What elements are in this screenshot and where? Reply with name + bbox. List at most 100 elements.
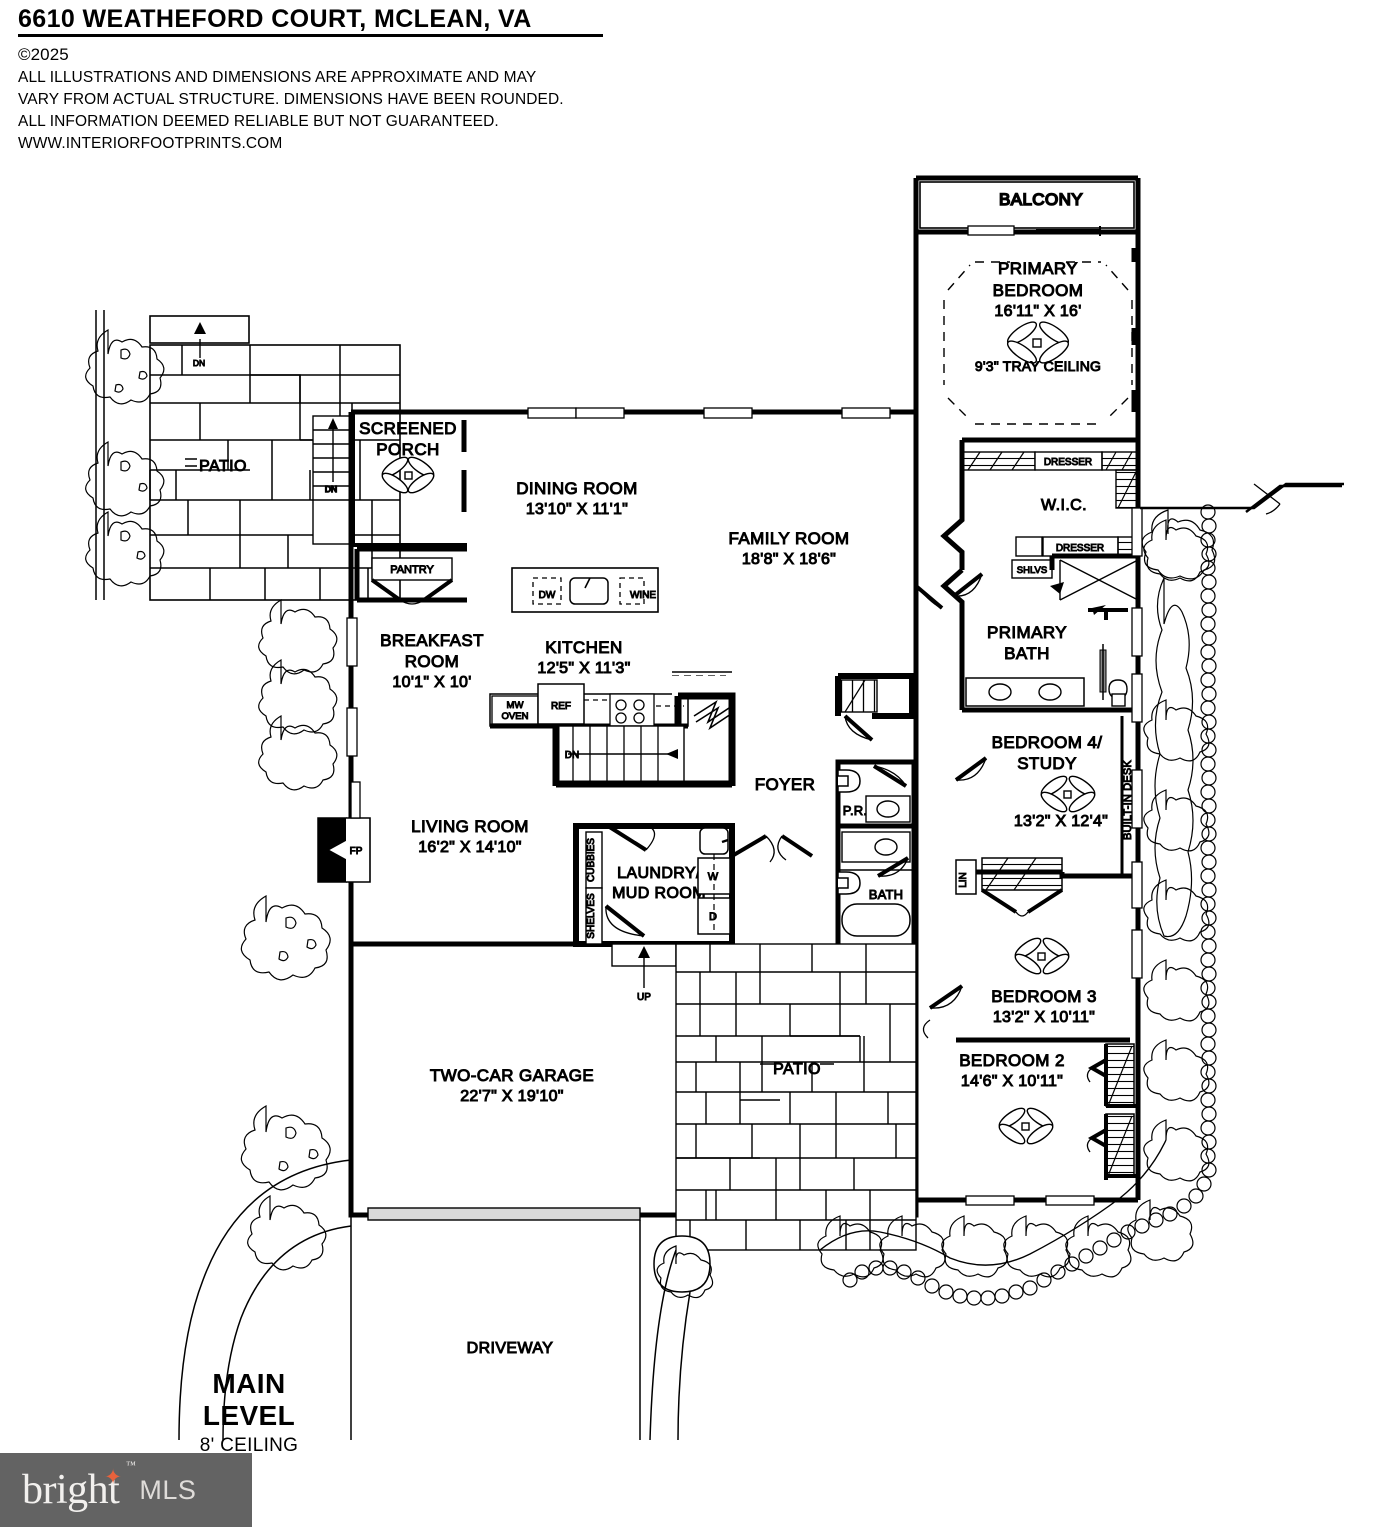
svg-text:10'1" X 10': 10'1" X 10'	[392, 674, 471, 691]
two-car-garage: TWO-CAR GARAGE 22'7" X 19'10"	[367, 1066, 641, 1221]
ceiling-fan-bed3	[1014, 937, 1070, 975]
walk-in-closet: DRESSER W.I.C. DRESSER SHLVS	[940, 437, 1139, 620]
svg-text:DRIVEWAY: DRIVEWAY	[467, 1340, 554, 1357]
level-ceiling: 8' CEILING	[199, 1435, 299, 1456]
svg-text:BREAKFAST: BREAKFAST	[380, 631, 484, 650]
breakfast-room: BREAKFAST ROOM 10'1" X 10'	[380, 631, 484, 692]
landscaping-right	[653, 504, 1217, 1306]
bottom-wall-windows	[965, 1195, 1095, 1206]
svg-text:16'2" X 14'10": 16'2" X 14'10"	[418, 839, 522, 856]
svg-text:REF: REF	[551, 701, 571, 712]
bedroom-4-study: BUILT-IN DESK BEDROOM 4/ STUDY 13'2" X 1…	[954, 716, 1138, 917]
svg-text:PRIMARY: PRIMARY	[998, 259, 1078, 278]
svg-text:LIN: LIN	[958, 872, 969, 888]
svg-text:PORCH: PORCH	[376, 440, 439, 459]
mls-text: MLS	[139, 1474, 197, 1505]
svg-text:W: W	[708, 871, 719, 883]
svg-text:STUDY: STUDY	[1017, 754, 1077, 773]
svg-text:PRIMARY: PRIMARY	[987, 623, 1067, 642]
tree-cluster-mid	[240, 598, 338, 1271]
level-name: MAIN LEVEL	[202, 1368, 296, 1431]
porch-stairs: DN	[312, 415, 354, 545]
living-room: LIVING ROOM 16'2" X 14'10" FP	[317, 781, 529, 883]
svg-text:13'10" X 11'1": 13'10" X 11'1"	[526, 501, 628, 518]
svg-text:BATH: BATH	[1004, 644, 1050, 663]
svg-text:BALCONY: BALCONY	[999, 190, 1083, 209]
svg-text:BEDROOM: BEDROOM	[993, 281, 1084, 300]
svg-text:ROOM: ROOM	[405, 652, 459, 671]
foyer: FOYER	[754, 673, 915, 795]
svg-text:DN: DN	[325, 484, 337, 494]
right-exterior-fence	[1140, 482, 1344, 515]
svg-text:SCREENED: SCREENED	[359, 419, 457, 438]
title-underline	[18, 34, 603, 38]
primary-bath: PRIMARY BATH	[940, 568, 1138, 713]
copyright-text: ©2025	[18, 45, 69, 65]
svg-text:UP: UP	[637, 992, 651, 1003]
ceiling-fan-bed2	[998, 1107, 1054, 1145]
svg-text:W.I.C.: W.I.C.	[1041, 497, 1087, 514]
bedroom-2: BEDROOM 2 14'6" X 10'11"	[922, 1019, 1138, 1180]
svg-text:SHELVES: SHELVES	[586, 893, 597, 939]
disclaimer-line-2: VARY FROM ACTUAL STRUCTURE. DIMENSIONS H…	[18, 90, 564, 108]
website-text: WWW.INTERIORFOOTPRINTS.COM	[18, 134, 283, 152]
svg-text:DN: DN	[565, 750, 579, 761]
laundry-mud-room: LAUNDRY/ MUD ROOM CUBBIES SHELVES W D UP	[573, 823, 814, 1004]
bright-text: bright	[22, 1467, 120, 1513]
svg-text:D: D	[709, 911, 717, 923]
svg-text:BATH: BATH	[869, 887, 904, 902]
driveway-area	[178, 1159, 691, 1440]
header-block: 6610 WEATHEFORD COURT, MCLEAN, VA ©2025 …	[18, 6, 638, 155]
svg-text:OVEN: OVEN	[502, 711, 529, 722]
floor-plan-drawing: DN PATIO SCREENED PORCH	[85, 175, 1344, 1440]
bedroom-3: BEDROOM 3 13'2" X 10'11"	[928, 937, 1130, 1043]
kitchen: KITCHEN 12'5" X 11'3" DW WINE MW OVEN RE…	[489, 567, 689, 785]
bright-mls-watermark: bright ✦ ™ MLS	[0, 1453, 252, 1527]
ceiling-fan-bed4	[1040, 775, 1096, 813]
svg-text:BEDROOM 4/: BEDROOM 4/	[992, 733, 1103, 752]
disclaimer-line-1: ALL ILLUSTRATIONS AND DIMENSIONS ARE APP…	[18, 68, 537, 86]
lower-patio-area: PATIO	[675, 943, 917, 1251]
trademark-icon: ™	[126, 1460, 136, 1471]
stair-landing	[552, 671, 736, 788]
svg-text:9'3" TRAY CEILING: 9'3" TRAY CEILING	[975, 358, 1101, 374]
svg-text:KITCHEN: KITCHEN	[545, 638, 622, 657]
right-wall-windows	[1131, 507, 1143, 979]
svg-text:BUILT-IN DESK: BUILT-IN DESK	[1122, 760, 1134, 840]
svg-text:22'7" X 19'10": 22'7" X 19'10"	[460, 1088, 564, 1105]
svg-text:P.R.: P.R.	[843, 803, 867, 818]
svg-text:BEDROOM 3: BEDROOM 3	[991, 987, 1097, 1006]
svg-text:DW: DW	[539, 590, 556, 601]
powder-room-bath: P.R. BATH	[835, 759, 917, 949]
disclaimer-line-3: ALL INFORMATION DEEMED RELIABLE BUT NOT …	[18, 112, 499, 130]
primary-bedroom: PRIMARY BEDROOM 16'11" X 16' 9'3" TRAY C…	[943, 248, 1139, 425]
svg-text:13'2" X 10'11": 13'2" X 10'11"	[993, 1009, 1095, 1026]
svg-text:LIVING ROOM: LIVING ROOM	[411, 817, 529, 836]
svg-text:LAUNDRY/: LAUNDRY/	[617, 865, 701, 882]
svg-text:FOYER: FOYER	[755, 775, 816, 794]
west-wall-windows	[346, 617, 358, 757]
page-title: 6610 WEATHEFORD COURT, MCLEAN, VA	[18, 5, 532, 33]
svg-text:14'6" X 10'11": 14'6" X 10'11"	[961, 1073, 1063, 1090]
bright-wordmark: bright ✦ ™	[22, 1461, 136, 1513]
svg-text:BEDROOM 2: BEDROOM 2	[959, 1051, 1065, 1070]
svg-text:13'2" X 12'4": 13'2" X 12'4"	[1014, 813, 1108, 830]
star-icon: ✦	[104, 1465, 122, 1489]
svg-text:SHLVS: SHLVS	[1017, 565, 1047, 576]
svg-text:12'5" X 11'3": 12'5" X 11'3"	[537, 660, 630, 677]
balcony: BALCONY	[919, 181, 1135, 229]
level-caption: MAIN LEVEL 8' CEILING	[163, 1368, 335, 1457]
svg-text:FP: FP	[350, 846, 363, 857]
dining-family-labels: DINING ROOM 13'10" X 11'1" FAMILY ROOM 1…	[516, 479, 850, 569]
tree-cluster-left	[85, 328, 165, 587]
svg-text:PATIO: PATIO	[773, 1061, 821, 1078]
svg-text:CUBBIES: CUBBIES	[586, 838, 597, 882]
ceiling-fan-primary	[1006, 321, 1070, 364]
svg-text:WINE: WINE	[630, 590, 656, 601]
svg-text:PANTRY: PANTRY	[390, 564, 434, 576]
north-wall-windows	[527, 407, 891, 419]
svg-text:MW: MW	[507, 700, 524, 711]
svg-text:16'11" X 16': 16'11" X 16'	[994, 303, 1081, 320]
svg-text:FAMILY ROOM: FAMILY ROOM	[729, 529, 850, 548]
svg-text:DN: DN	[193, 358, 205, 368]
